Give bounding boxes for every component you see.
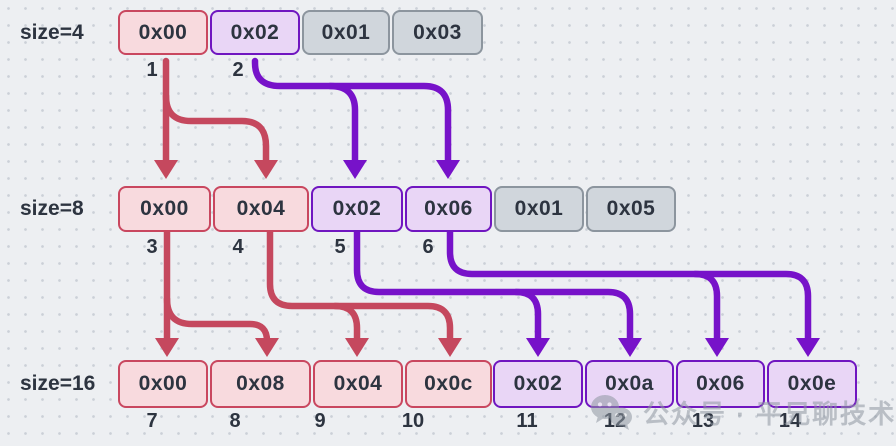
wechat-icon [591,395,632,430]
step-number-1: 1 [146,59,158,81]
cell-size4-0x03: 0x03 [392,10,483,55]
cell-size16-0x0e: 0x0e [767,360,857,408]
cell-size8-0x06: 0x06 [405,186,492,232]
purple-arrows-size4-to-size8 [251,57,452,165]
red-arrowheads-size8-to-size16 [155,338,462,357]
cell-size16-0x04: 0x04 [313,360,403,408]
step-number-10: 10 [401,410,425,432]
cell-size16-0x0c: 0x0c [405,360,492,408]
cell-size16-0x00: 0x00 [118,360,208,408]
cell-size16-0x06: 0x06 [676,360,765,408]
cell-size8-0x01: 0x01 [494,186,584,232]
red-arrows-size8-to-size16 [163,227,454,345]
row-label-size16: size=16 [20,372,96,395]
cell-size8-0x05: 0x05 [586,186,676,232]
step-number-8: 8 [229,410,241,432]
watermark: 公众号 · 平兄聊技术 [590,393,896,431]
cell-size8-0x04: 0x04 [213,186,309,232]
step-number-2: 2 [232,59,244,81]
cell-size4-0x02: 0x02 [210,10,300,55]
step-number-7: 7 [146,410,158,432]
step-number-6: 6 [422,236,434,258]
step-number-3: 3 [146,236,158,258]
step-number-4: 4 [232,236,244,258]
cell-size8-0x00: 0x00 [118,186,211,232]
red-arrowheads-size4-to-size8 [154,160,278,179]
row-label-size8: size=8 [20,197,84,220]
watermark-text: 公众号 · 平兄聊技术 [643,398,896,429]
cell-size8-0x02: 0x02 [311,186,403,232]
cell-size4-0x00: 0x00 [118,10,208,55]
cell-size16-0x08: 0x08 [210,360,311,408]
step-number-11: 11 [516,410,538,432]
purple-arrowheads-size8-to-size16 [526,338,820,357]
step-number-9: 9 [314,410,326,432]
step-number-13: 13 [691,410,715,432]
step-number-5: 5 [334,236,346,258]
cell-size4-0x01: 0x01 [302,10,390,55]
row-label-size4: size=4 [20,21,84,44]
purple-arrowheads-size4-to-size8 [343,160,460,179]
step-number-14: 14 [778,410,802,432]
cell-size16-0x02: 0x02 [493,360,583,408]
